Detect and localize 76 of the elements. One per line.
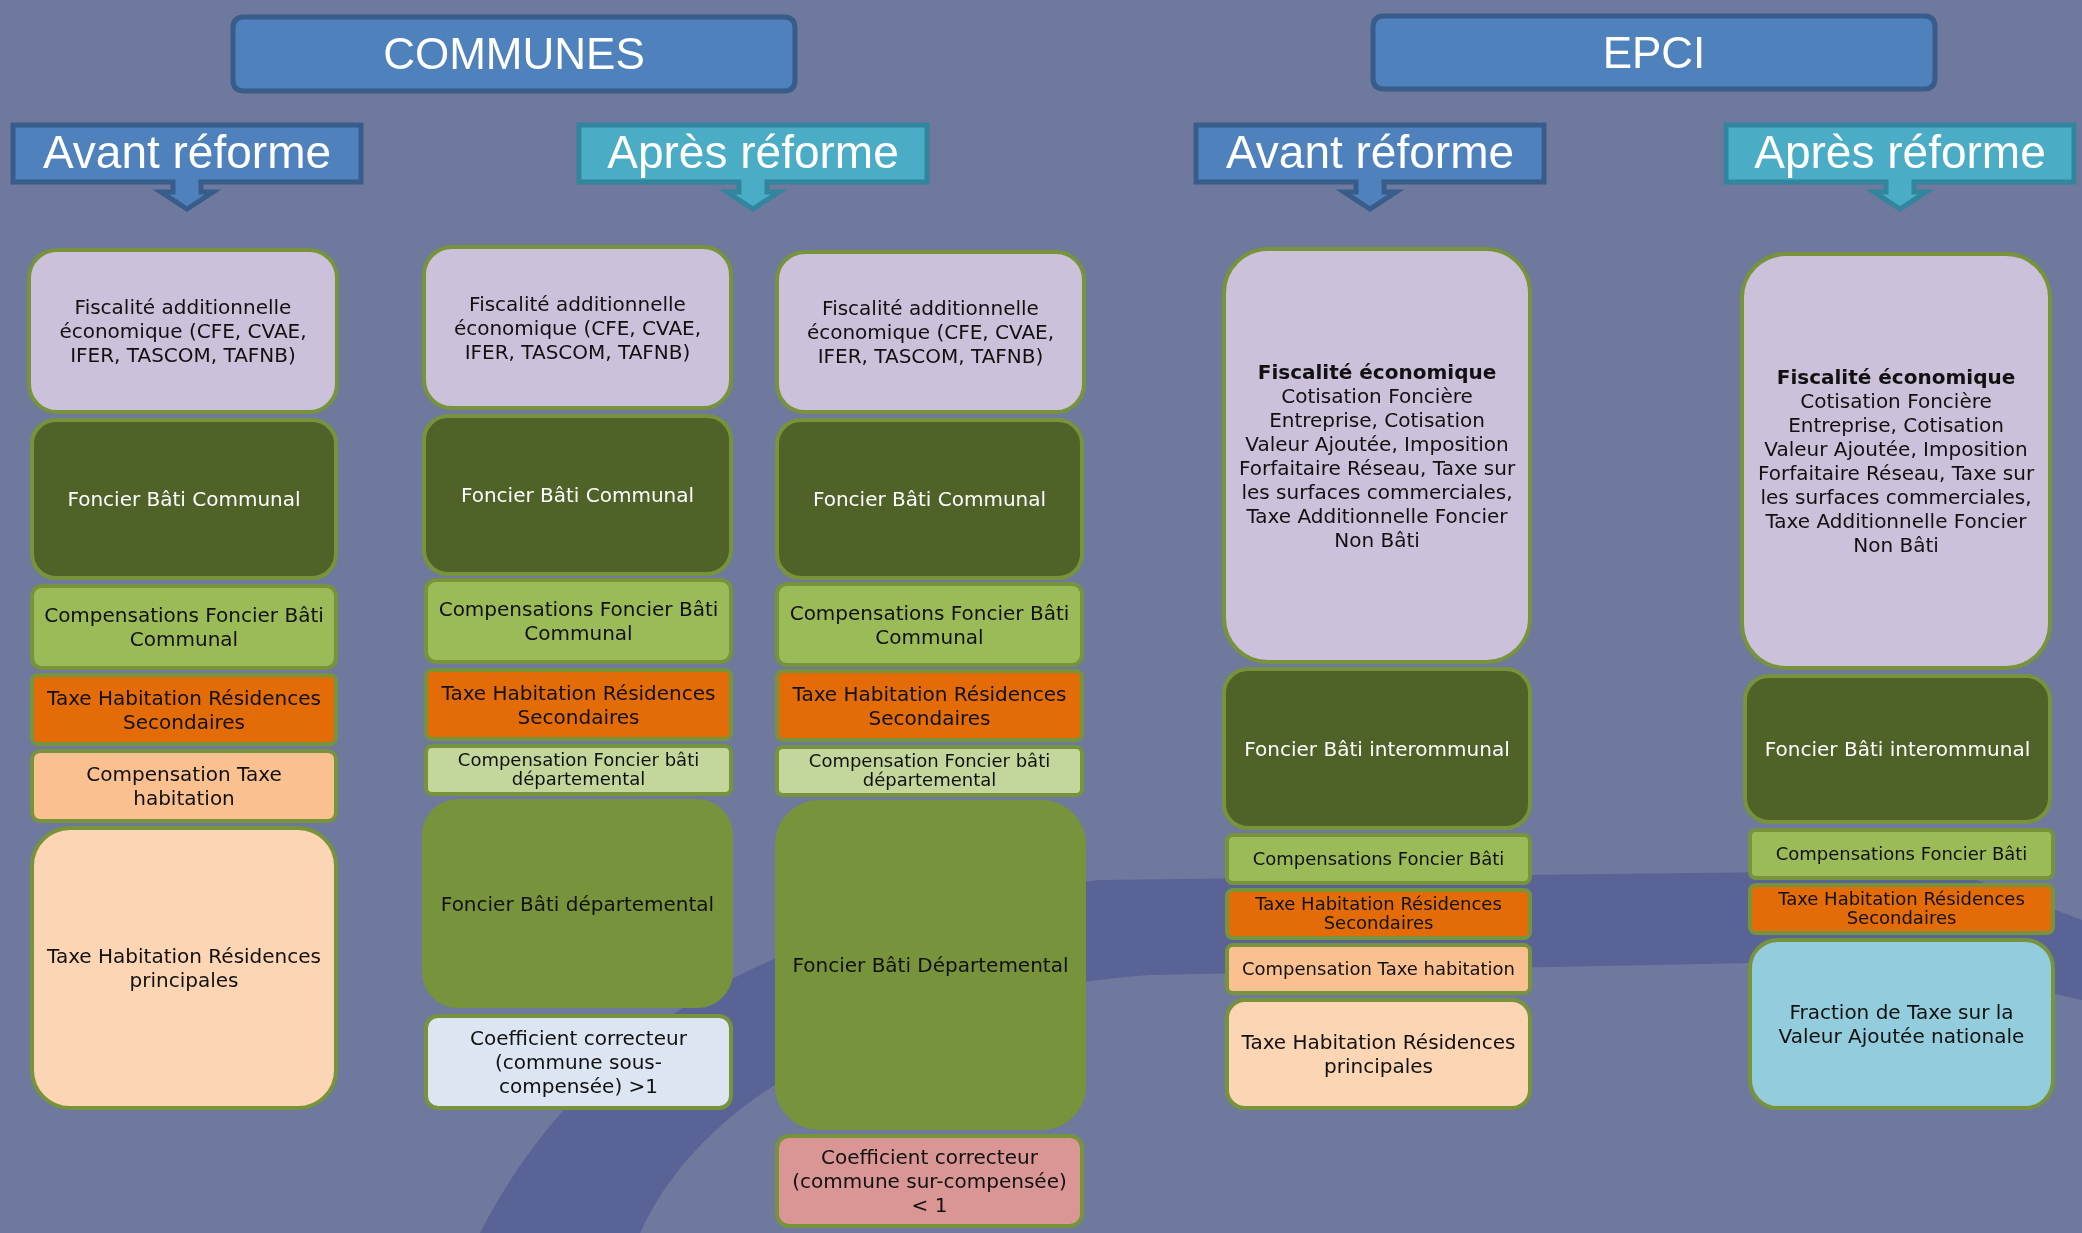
header-text: Avant réforme: [41, 125, 333, 180]
callout-arrow-box: [576, 122, 930, 212]
box-text: Foncier Bâti Communal: [460, 483, 695, 507]
box-text: Taxe Habitation Résidences Secondaires: [1254, 895, 1503, 933]
tax-box: [1225, 888, 1532, 940]
box-text: Fiscalité additionnelle économique (CFE, CVAE, IFER, TASCOM, TAFNB): [805, 296, 1056, 368]
tax-box: [422, 414, 733, 576]
box-heading: Fiscalité économique: [1257, 359, 1497, 384]
header-box: [230, 14, 798, 94]
box-text: Compensations Foncier Bâti Communal: [438, 597, 719, 645]
tax-box: [27, 248, 339, 414]
tax-box: [424, 744, 733, 796]
box-text: Coefficient correcteur (commune sous-compensée) >1: [469, 1026, 688, 1098]
box-text: Foncier Bâti Départemental: [792, 953, 1069, 977]
box-text: Fraction de Taxe sur la Valeur Ajoutée nationale: [1777, 1000, 2026, 1048]
box-text: Foncier Bâti départemental: [440, 891, 715, 916]
box-text: Taxe Habitation Résidences Secondaires: [1777, 890, 2026, 928]
tax-box: [30, 418, 338, 580]
tax-box: [775, 800, 1086, 1130]
tax-box: [30, 584, 338, 670]
tax-box: [1225, 833, 1532, 885]
tax-box: [422, 799, 733, 1008]
header-text: Après réforme: [1753, 125, 2047, 180]
box-text: Compensation Taxe habitation: [1242, 959, 1515, 979]
box-text: Foncier Bâti Communal: [67, 487, 301, 511]
box-text: Compensations Foncier Bâti Communal: [789, 600, 1070, 649]
box-text: Compensations Foncier Bâti: [1252, 849, 1505, 869]
box-text: Compensation Foncier bâti départemental: [807, 752, 1052, 790]
tax-box: [1748, 938, 2055, 1110]
box-text: Taxe Habitation Résidences Secondaires: [440, 680, 717, 729]
box-text: Fiscalité additionnelle économique (CFE, CVAE, IFER, TASCOM, TAFNB): [58, 295, 308, 367]
tax-box: [1743, 674, 2052, 824]
box-text: Foncier Bâti interommunal: [1764, 737, 2031, 761]
box-text: Cotisation Foncière Entreprise, Cotisation Valeur Ajoutée, Imposition Forfaitaire Réseau, Taxe sur les surfaces commerciales, Taxe Additionnelle Foncier Non Bâti: [1756, 389, 2036, 557]
tax-box: [424, 578, 733, 664]
box-text: Compensation Taxe habitation: [85, 762, 283, 810]
box-text: Coefficient correcteur (commune sur-compensée) < 1: [791, 1145, 1068, 1217]
box-text: Cotisation Foncière Entreprise, Cotisation Valeur Ajoutée, Imposition Forfaitaire Réseau, Taxe sur les surfaces commerciales, Taxe Additionnelle Foncier Non Bâti: [1237, 383, 1517, 552]
tax-box: [775, 1134, 1084, 1228]
box-text: Taxe Habitation Résidences Secondaires: [45, 685, 322, 734]
box-text: Compensations Foncier Bâti: [1775, 844, 2028, 864]
box-heading: Fiscalité économique: [1776, 365, 2016, 389]
tax-box: [30, 749, 338, 823]
tax-box: [1225, 943, 1532, 995]
tax-box: [1748, 883, 2055, 935]
tax-box: [30, 673, 338, 746]
box-text: Fiscalité additionnelle économique (CFE, CVAE, IFER, TASCOM, TAFNB): [452, 291, 703, 364]
tax-box: [424, 1014, 733, 1110]
tax-box: [1222, 247, 1532, 664]
tax-box: [775, 418, 1084, 580]
header-box: [1370, 13, 1938, 92]
header-text: COMMUNES: [382, 28, 646, 80]
tax-box: [775, 669, 1084, 742]
tax-box: [775, 582, 1084, 667]
box-text: Compensation Foncier bâti départemental: [456, 751, 701, 789]
tax-box: [30, 826, 338, 1110]
tax-box: [775, 250, 1086, 414]
box-text: Compensations Foncier Bâti Communal: [44, 603, 324, 651]
callout-arrow-box: [1723, 122, 2077, 212]
tax-box: [1748, 828, 2055, 880]
tax-box: [422, 245, 733, 410]
callout-arrow-box: [10, 122, 364, 212]
box-text: Taxe Habitation Résidences principales: [1240, 1030, 1517, 1078]
box-text: Foncier Bâti interommunal: [1244, 736, 1510, 761]
tax-box: [775, 745, 1084, 797]
tax-box: [1225, 998, 1532, 1110]
tax-box: [1740, 252, 2052, 670]
header-text: Avant réforme: [1224, 125, 1516, 180]
box-text: Foncier Bâti Communal: [812, 487, 1047, 511]
tax-box: [424, 668, 733, 741]
header-text: EPCI: [1601, 26, 1707, 79]
header-text: Après réforme: [606, 125, 900, 180]
box-text: Taxe Habitation Résidences Secondaires: [791, 681, 1068, 730]
callout-arrow-box: [1193, 122, 1547, 212]
tax-box: [1222, 667, 1532, 830]
box-text: Taxe Habitation Résidences principales: [45, 944, 322, 992]
